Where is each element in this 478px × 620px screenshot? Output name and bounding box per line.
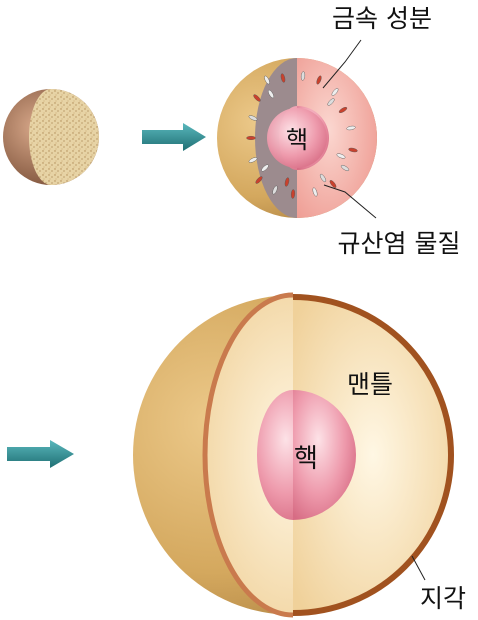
metal-droplet [316,75,322,85]
arrow-right-icon [142,123,206,151]
metal-droplet [319,173,327,183]
metal-droplet [280,73,286,83]
crust-leader-line [411,555,426,581]
metal-particles [246,71,358,199]
metal-droplet [312,187,318,197]
crust-band [292,294,454,616]
metal-droplet [300,71,306,81]
metal-droplet [272,185,278,195]
core-label-stage3: 핵 [294,444,318,474]
metal-droplet [264,75,270,85]
mantle-label: 맨틀 [347,370,393,399]
core-stage2 [267,108,327,168]
metal-droplet [284,177,290,187]
stage2-differentiating-planet: 핵 [217,58,377,218]
metal-droplet [331,88,339,96]
metal-droplet [253,94,261,102]
metal-component-label: 금속 성분 [332,4,432,33]
metal-droplet [329,180,337,188]
stage3-differentiated-planet: 핵 맨틀 [133,292,454,618]
metal-droplet [348,147,358,153]
metal-droplet [336,153,346,159]
metal-droplet [255,176,263,184]
leader-lines-stage2 [322,39,377,219]
metal-droplet [338,107,348,113]
metal-droplet [261,164,269,172]
crust-label: 지각 [420,584,466,613]
metal-droplet [346,125,356,131]
metal-droplet [248,157,258,163]
metal-droplet [290,189,296,199]
metal-droplet [340,164,350,172]
metal-droplet [246,135,256,140]
metal-droplet [248,115,258,121]
silicate-material-label: 규산염 물질 [338,229,461,258]
metal-droplet [327,98,335,106]
stage1-planetesimal [3,89,99,185]
core-label-stage2: 핵 [286,126,308,154]
metal-droplet [268,89,274,99]
arrow-right-icon [7,440,74,468]
